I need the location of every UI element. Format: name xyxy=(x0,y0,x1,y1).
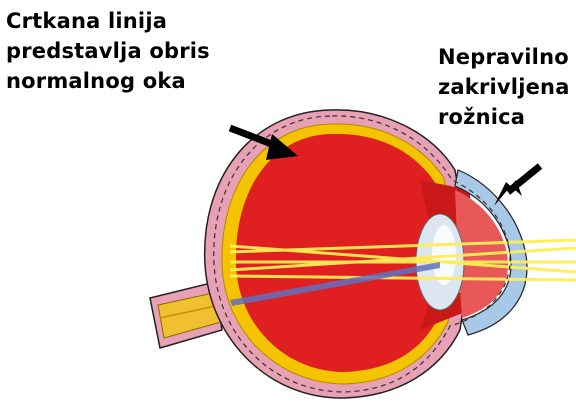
arrow-pointer-icon xyxy=(494,166,540,206)
